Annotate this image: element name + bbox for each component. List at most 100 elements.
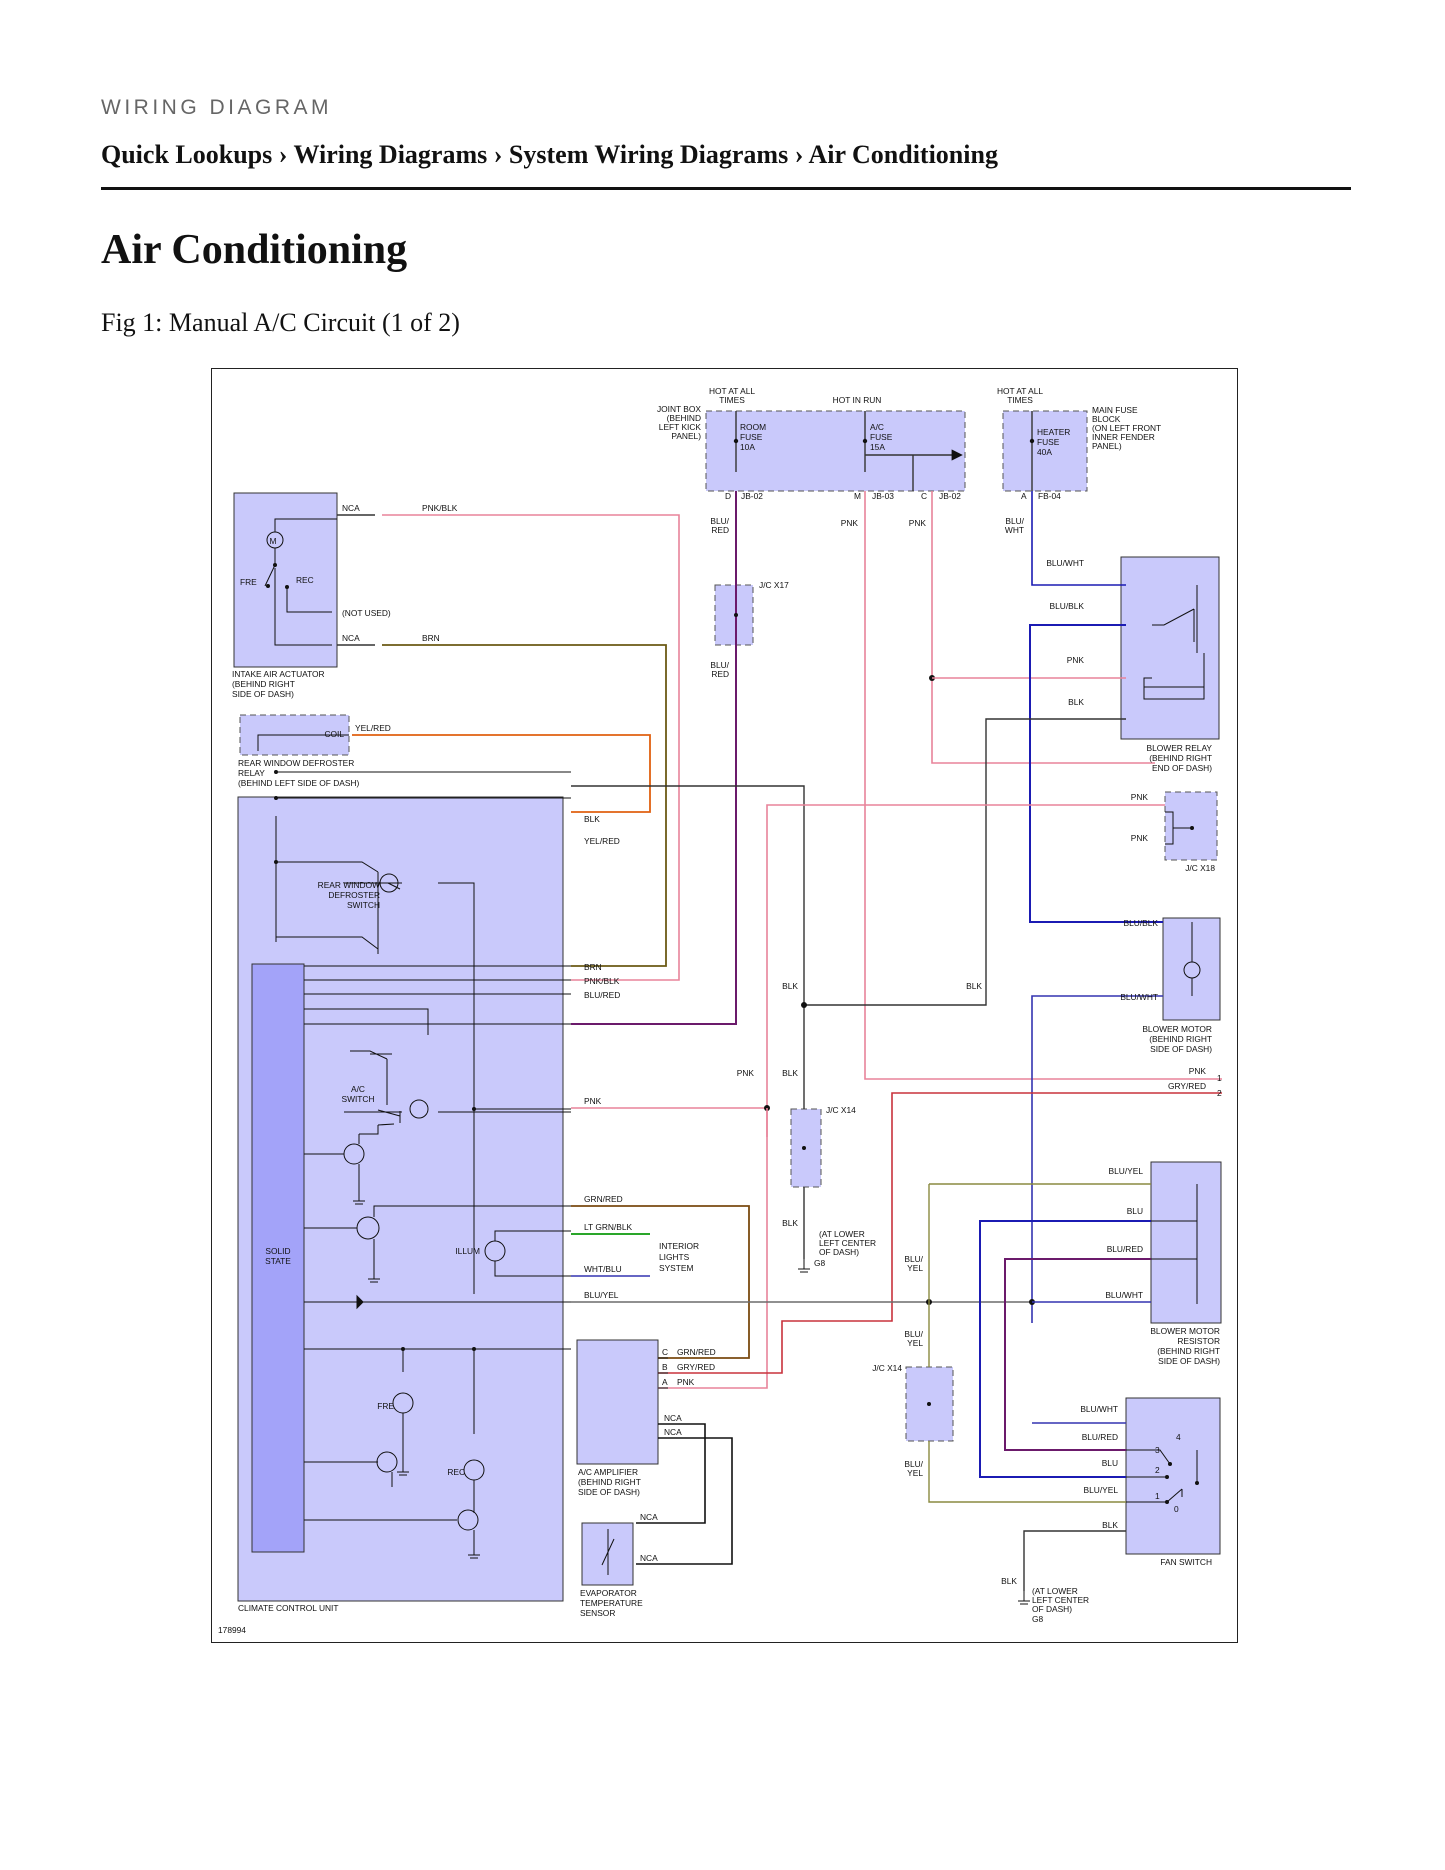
wire-label-wht-blu: WHT/BLU: [584, 1264, 622, 1274]
interior-lights-label: LIGHTS: [659, 1252, 690, 1262]
breadcrumb-separator: ›: [794, 140, 804, 169]
breadcrumb-item-wiring-diagrams[interactable]: Wiring Diagrams: [293, 140, 488, 169]
climate-control-unit-label: CLIMATE CONTROL UNIT: [238, 1603, 339, 1613]
wire-label-blu-yel: BLU/YEL: [1084, 1485, 1119, 1495]
defroster-switch-label: DEFROSTER: [328, 890, 380, 900]
connector-jb02: JB-02: [741, 491, 763, 501]
wire-label-blk: BLK: [782, 981, 798, 991]
connector-jb02b: JB-02: [939, 491, 961, 501]
wire-label-blk: BLK: [1102, 1520, 1118, 1530]
ac-switch-label: A/C: [351, 1084, 365, 1094]
blower-relay: [1120, 556, 1220, 740]
wire-label-blu: BLU: [1127, 1206, 1143, 1216]
wire-label-blk: BLK: [1001, 1576, 1017, 1586]
wire-label-blk: BLK: [782, 1068, 798, 1078]
ac-amplifier-label: (BEHIND RIGHT: [578, 1477, 641, 1487]
joint-box-label: PANEL): [671, 431, 701, 441]
defroster-switch-label: SWITCH: [347, 900, 380, 910]
wire-label-yel-red: YEL/RED: [355, 723, 391, 733]
intake-actuator-label: INTAKE AIR ACTUATOR: [232, 669, 325, 679]
connector-c: C: [921, 491, 927, 501]
joint-box-label: (BEHIND: [667, 413, 701, 423]
heater-fuse-label: 40A: [1037, 447, 1052, 457]
wire-label-blk: BLK: [1068, 697, 1084, 707]
connector-m: M: [854, 491, 861, 501]
wire-label-brn: BRN: [422, 633, 440, 643]
wire-label-blu-yel: YEL: [907, 1338, 923, 1348]
ground-location-label: OF DASH): [819, 1247, 859, 1257]
main-fuse-block-label: BLOCK: [1092, 414, 1121, 424]
ac-amplifier-label: A/C AMPLIFIER: [578, 1467, 638, 1477]
wire-label-nca: NCA: [640, 1553, 658, 1563]
wire-label-blu-red: BLU/RED: [1082, 1432, 1118, 1442]
wire-label-nca: NCA: [664, 1413, 682, 1423]
wire-label-blk: BLK: [966, 981, 982, 991]
jc-x14-label: J/C X14: [872, 1363, 902, 1373]
pin-4: 4: [1176, 1432, 1181, 1442]
wire-label-blu-wht: BLU/: [1005, 516, 1024, 526]
pin-b: B: [662, 1362, 668, 1372]
wire-label-pnk: PNK: [841, 518, 859, 528]
breadcrumb-separator: ›: [278, 140, 288, 169]
jc-x17-label: J/C X17: [759, 580, 789, 590]
main-fuse-block-label: INNER FENDER: [1092, 432, 1155, 442]
ac-amplifier-label: SIDE OF DASH): [578, 1487, 640, 1497]
wire-label-blu-blk: BLU/BLK: [1050, 601, 1085, 611]
figure-caption: Fig 1: Manual A/C Circuit (1 of 2): [101, 308, 460, 337]
solid-state-label: STATE: [265, 1256, 291, 1266]
blower-relay-label: BLOWER RELAY: [1147, 743, 1213, 753]
wire-label-blu-yel: BLU/YEL: [1109, 1166, 1144, 1176]
pin-c: C: [662, 1347, 668, 1357]
intake-air-actuator: [233, 492, 338, 668]
joint-box: [705, 410, 966, 492]
wire-label-blk: BLK: [584, 814, 600, 824]
page-kicker: WIRING DIAGRAM: [101, 96, 332, 119]
pin-a: A: [662, 1377, 668, 1387]
wire-label-blu-wht: BLU/WHT: [1105, 1290, 1143, 1300]
wire-label-blu-yel: BLU/: [904, 1329, 923, 1339]
defroster-switch-label: REAR WINDOW: [318, 880, 380, 890]
breadcrumb-item-quick-lookups[interactable]: Quick Lookups: [101, 140, 273, 169]
wire-label-yel-red: YEL/RED: [584, 836, 620, 846]
breadcrumb-item-air-conditioning[interactable]: Air Conditioning: [808, 140, 998, 169]
blower-resistor-label: RESISTOR: [1177, 1336, 1220, 1346]
defroster-relay-label: (BEHIND LEFT SIDE OF DASH): [238, 778, 360, 788]
connector-a: A: [1021, 491, 1027, 501]
rec-label: REC: [296, 575, 314, 585]
blower-motor-label: SIDE OF DASH): [1150, 1044, 1212, 1054]
fre-label: FRE: [377, 1401, 394, 1411]
wire-label-pnk: PNK: [1131, 833, 1149, 843]
wiring-diagram: HOT AT ALL TIMES HOT IN RUN HOT AT ALL T…: [218, 386, 1222, 1635]
ground-location-label: OF DASH): [1032, 1604, 1072, 1614]
label-hot-all-times-2: HOT AT ALL: [997, 386, 1043, 396]
blower-motor-label: (BEHIND RIGHT: [1149, 1034, 1212, 1044]
blower-resistor-label: SIDE OF DASH): [1158, 1356, 1220, 1366]
breadcrumb-separator: ›: [493, 140, 503, 169]
page-title: Air Conditioning: [101, 227, 408, 273]
label-hot-all-times-2b: TIMES: [1007, 395, 1033, 405]
wire-label-blu-red: RED: [711, 669, 729, 679]
evap-sensor-label: TEMPERATURE: [580, 1598, 643, 1608]
wire-label-blu-wht: WHT: [1005, 525, 1024, 535]
rec-label: REC: [447, 1467, 465, 1477]
wire-label-blu-red: RED: [711, 525, 729, 535]
solid-state-label: SOLID: [265, 1246, 290, 1256]
wire-label-blu-blk: BLU/BLK: [1124, 918, 1159, 928]
intake-actuator-label: (BEHIND RIGHT: [232, 679, 295, 689]
wire-label-gry-red: GRY/RED: [1168, 1081, 1206, 1091]
wire-label-blu-red: BLU/: [710, 516, 729, 526]
ac-fuse-label: FUSE: [870, 432, 893, 442]
interior-lights-label: INTERIOR: [659, 1241, 699, 1251]
interior-lights-label: SYSTEM: [659, 1263, 693, 1273]
wire-label-pnk-blk: PNK/BLK: [584, 976, 620, 986]
not-used-label: (NOT USED): [342, 608, 391, 618]
pin-2: 2: [1217, 1088, 1222, 1098]
ac-amplifier: [576, 1339, 659, 1465]
breadcrumb-item-system-wiring-diagrams[interactable]: System Wiring Diagrams: [508, 140, 789, 169]
room-fuse-label: 10A: [740, 442, 755, 452]
wire-label-lt-grn-blk: LT GRN/BLK: [584, 1222, 633, 1232]
wire-label-blu-red: BLU/: [710, 660, 729, 670]
pin-1: 1: [1155, 1491, 1160, 1501]
wire-label-pnk: PNK: [584, 1096, 602, 1106]
wire-label-grn-red: GRN/RED: [584, 1194, 623, 1204]
